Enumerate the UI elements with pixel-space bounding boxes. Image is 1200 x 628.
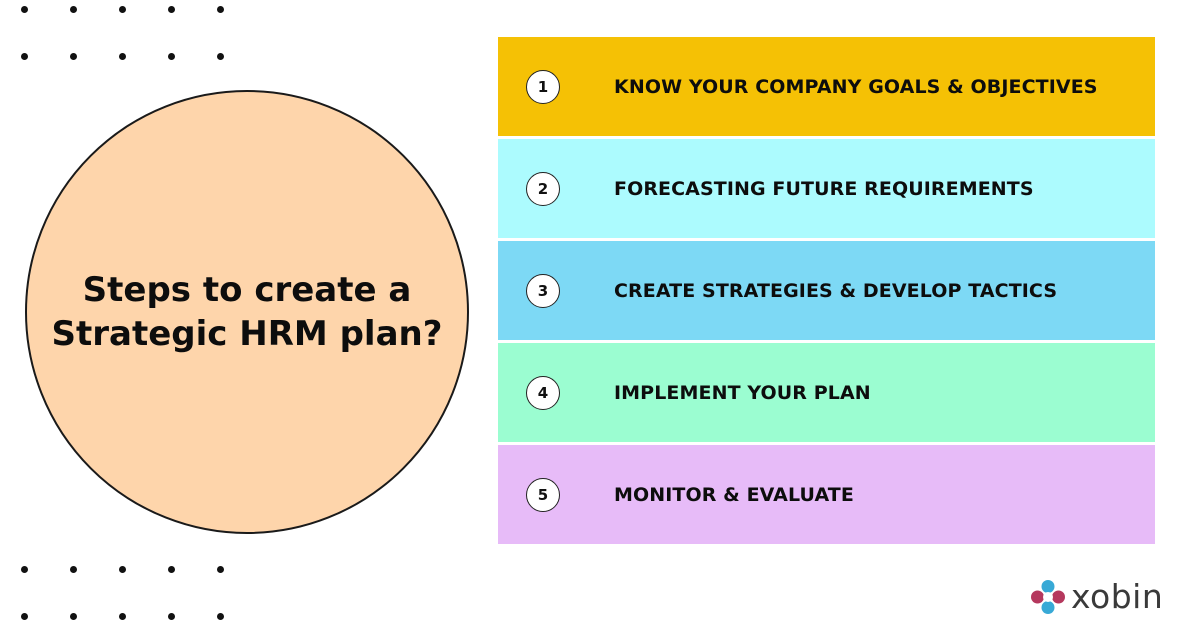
dot [70, 53, 77, 60]
xobin-logo: xobin [1031, 580, 1163, 614]
step-number-badge: 4 [526, 375, 560, 410]
step-label: KNOW YOUR COMPANY GOALS & OBJECTIVES [614, 75, 1098, 98]
steps-list: 1 KNOW YOUR COMPANY GOALS & OBJECTIVES 2… [498, 37, 1155, 547]
logo-petal-left [1031, 590, 1044, 604]
dot [21, 6, 28, 13]
dot [168, 6, 175, 13]
dot [119, 566, 126, 573]
dot [168, 613, 175, 620]
logo-petal-right [1052, 590, 1065, 604]
logo-petal-bottom [1041, 601, 1055, 614]
dot [217, 6, 224, 13]
logo-center [1043, 592, 1053, 602]
step-label: IMPLEMENT YOUR PLAN [614, 381, 871, 404]
dot [119, 53, 126, 60]
step-number-badge: 5 [526, 477, 560, 512]
decorative-dots-bottom [21, 566, 241, 620]
title-circle: Steps to create a Strategic HRM plan? [25, 90, 469, 534]
dot [70, 566, 77, 573]
dot [70, 613, 77, 620]
decorative-dots-top [21, 6, 241, 60]
dot [217, 566, 224, 573]
dot [21, 53, 28, 60]
step-row-2: 2 FORECASTING FUTURE REQUIREMENTS [498, 139, 1155, 238]
dot [217, 613, 224, 620]
step-row-5: 5 MONITOR & EVALUATE [498, 445, 1155, 544]
step-number-badge: 2 [526, 171, 560, 206]
step-label: CREATE STRATEGIES & DEVELOP TACTICS [614, 279, 1058, 302]
dot [168, 566, 175, 573]
dot [21, 566, 28, 573]
logo-text: xobin [1071, 577, 1164, 616]
dot [21, 613, 28, 620]
dot [168, 53, 175, 60]
dot [70, 6, 77, 13]
dot [217, 53, 224, 60]
step-number-badge: 1 [526, 69, 560, 104]
step-row-1: 1 KNOW YOUR COMPANY GOALS & OBJECTIVES [498, 37, 1155, 136]
xobin-logo-icon [1031, 580, 1065, 614]
step-row-3: 3 CREATE STRATEGIES & DEVELOP TACTICS [498, 241, 1155, 340]
step-label: FORECASTING FUTURE REQUIREMENTS [614, 177, 1034, 200]
dot [119, 6, 126, 13]
dot [119, 613, 126, 620]
step-row-4: 4 IMPLEMENT YOUR PLAN [498, 343, 1155, 442]
logo-petal-top [1041, 580, 1055, 593]
diagram-title: Steps to create a Strategic HRM plan? [51, 270, 443, 354]
step-label: MONITOR & EVALUATE [614, 483, 854, 506]
step-number-badge: 3 [526, 273, 560, 308]
